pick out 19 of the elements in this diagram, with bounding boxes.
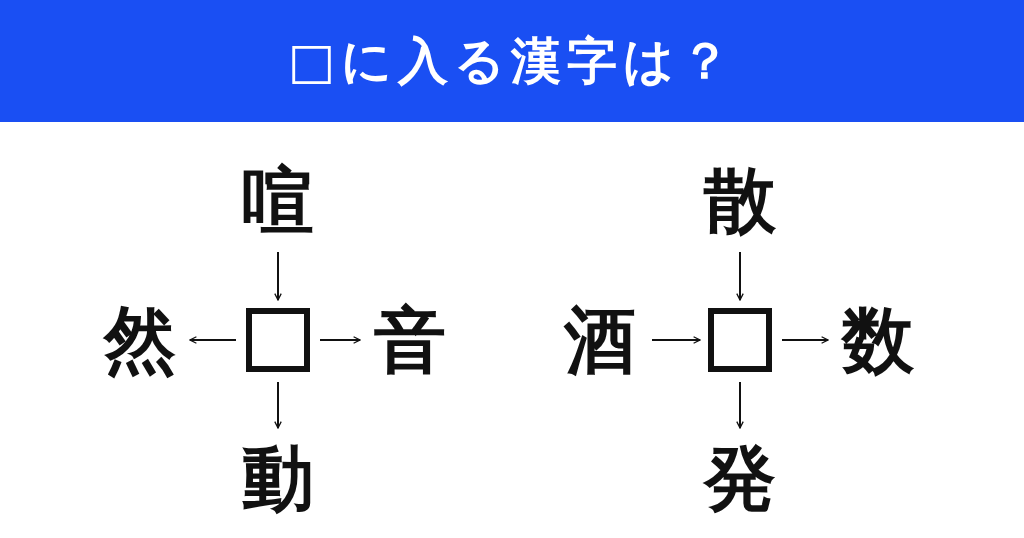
blank-square bbox=[246, 308, 310, 372]
kanji-character: 喧 bbox=[236, 158, 320, 242]
kanji-character: 発 bbox=[698, 436, 782, 520]
kanji-character: 散 bbox=[698, 158, 782, 242]
arrow bbox=[319, 336, 361, 344]
arrow bbox=[736, 251, 744, 301]
kanji-character: 酒 bbox=[558, 298, 642, 382]
kanji-character: 然 bbox=[98, 298, 182, 382]
arrow bbox=[781, 336, 829, 344]
arrow bbox=[274, 381, 282, 429]
title: □に入る漢字は？ bbox=[287, 30, 737, 92]
kanji-character: 動 bbox=[236, 436, 320, 520]
arrow bbox=[736, 381, 744, 429]
arrow bbox=[189, 336, 237, 344]
kanji-character: 数 bbox=[836, 298, 920, 382]
blank-square bbox=[708, 308, 772, 372]
arrow bbox=[274, 251, 282, 301]
arrow bbox=[651, 336, 701, 344]
kanji-character: 音 bbox=[368, 298, 452, 382]
